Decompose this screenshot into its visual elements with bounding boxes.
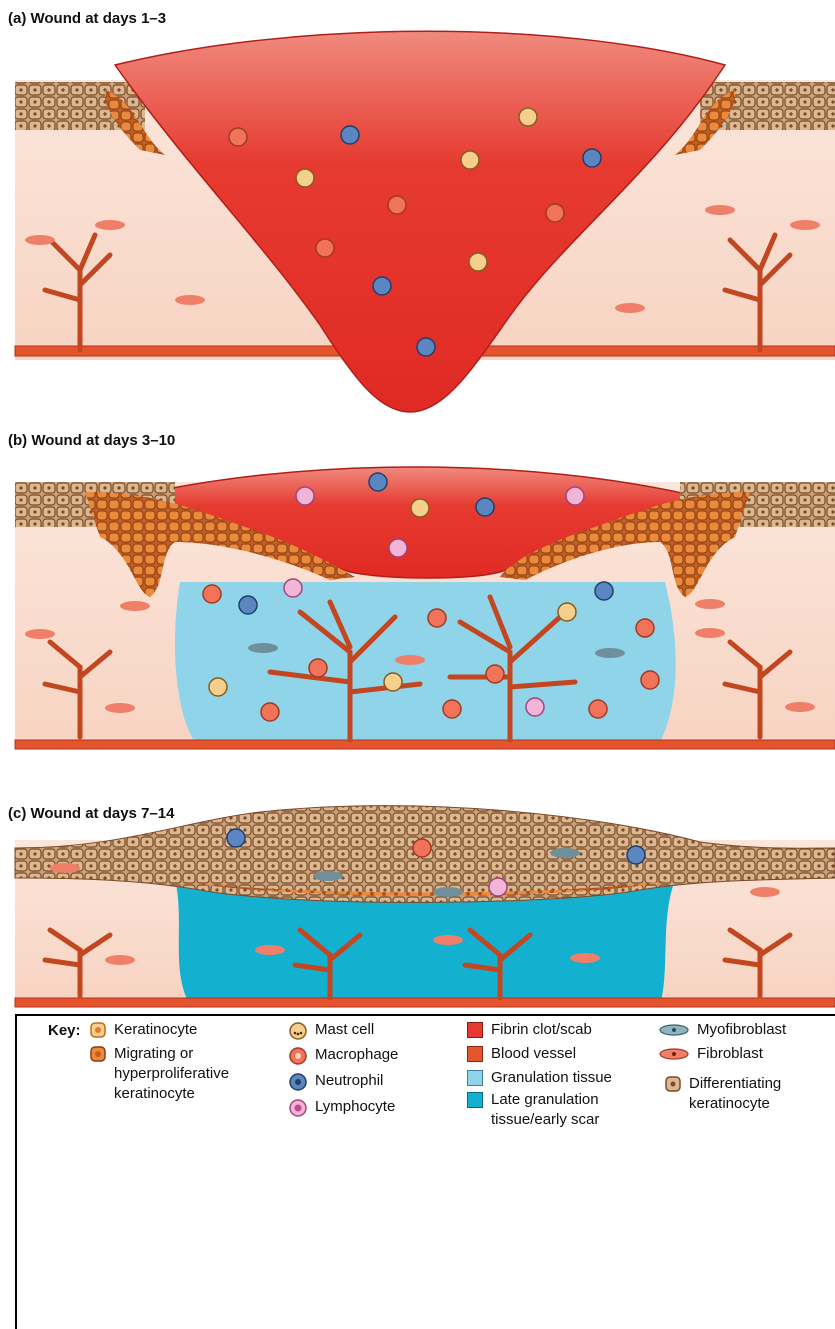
mast-cell-icon xyxy=(289,1022,307,1040)
key-fibroblast-label: Fibroblast xyxy=(697,1044,763,1064)
panel-c-title: (c) Wound at days 7–14 xyxy=(8,805,174,822)
key-migrating-keratinocyte: Migrating or hyperproliferative keratino… xyxy=(90,1044,229,1104)
key-neutrophil: Neutrophil xyxy=(289,1071,383,1091)
key-blood-vessel: Blood vessel xyxy=(467,1044,576,1064)
panel-b-diagram xyxy=(0,422,835,767)
key-macrophage: Macrophage xyxy=(289,1045,398,1065)
macrophage-icon xyxy=(289,1047,307,1065)
key-macrophage-label: Macrophage xyxy=(315,1045,398,1065)
key-label: Key: xyxy=(48,1022,81,1039)
key-fibrin-clot-label: Fibrin clot/scab xyxy=(491,1020,592,1040)
key-lymphocyte-label: Lymphocyte xyxy=(315,1097,395,1117)
key-late-granulation: Late granulation tissue/early scar xyxy=(467,1090,599,1130)
neutrophil-icon xyxy=(289,1073,307,1091)
key-migrating-line2: hyperproliferative xyxy=(114,1065,229,1082)
key-fibrin-clot: Fibrin clot/scab xyxy=(467,1020,592,1040)
key-migrating-line1: Migrating or xyxy=(114,1045,193,1062)
granulation-tissue-swatch xyxy=(467,1070,483,1086)
late-granulation-swatch xyxy=(467,1092,483,1108)
fibroblast-icon xyxy=(659,1046,689,1062)
key-late-granulation-line1: Late granulation xyxy=(491,1091,599,1108)
key-neutrophil-label: Neutrophil xyxy=(315,1071,383,1091)
blood-vessel-base xyxy=(15,740,835,749)
key-keratinocyte-label: Keratinocyte xyxy=(114,1020,197,1040)
key-differentiating-line1: Differentiating xyxy=(689,1075,781,1092)
fibrin-clot-swatch xyxy=(467,1022,483,1038)
key-myofibroblast: Myofibroblast xyxy=(659,1020,786,1040)
lymphocyte-icon xyxy=(289,1099,307,1117)
panel-c: (c) Wound at days 7–14 xyxy=(0,800,835,1015)
panel-c-diagram xyxy=(0,800,835,1015)
key-mast-cell: Mast cell xyxy=(289,1020,374,1040)
blood-vessel-base xyxy=(15,998,835,1007)
panel-b: (b) Wound at days 3–10 xyxy=(0,422,835,767)
panel-a-title: (a) Wound at days 1–3 xyxy=(8,10,166,27)
key-blood-vessel-label: Blood vessel xyxy=(491,1044,576,1064)
migrating-keratinocyte-icon xyxy=(90,1046,106,1062)
key-mast-cell-label: Mast cell xyxy=(315,1020,374,1040)
key-differentiating-line2: keratinocyte xyxy=(689,1095,770,1112)
differentiating-keratinocyte-icon xyxy=(665,1076,681,1092)
key-migrating-line3: keratinocyte xyxy=(114,1085,195,1102)
key-fibroblast: Fibroblast xyxy=(659,1044,763,1064)
key-granulation-tissue-label: Granulation tissue xyxy=(491,1068,612,1088)
blood-vessel-swatch xyxy=(467,1046,483,1062)
key-lymphocyte: Lymphocyte xyxy=(289,1097,395,1117)
key-late-granulation-line2: tissue/early scar xyxy=(491,1111,599,1128)
key-panel: Key: Keratinocyte Migrating or hyperprol… xyxy=(15,1014,835,1329)
key-keratinocyte: Keratinocyte xyxy=(90,1020,197,1040)
key-myofibroblast-label: Myofibroblast xyxy=(697,1020,786,1040)
key-differentiating-keratinocyte: Differentiating keratinocyte xyxy=(665,1074,781,1114)
key-granulation-tissue: Granulation tissue xyxy=(467,1068,612,1088)
myofibroblast-icon xyxy=(659,1022,689,1038)
panel-b-title: (b) Wound at days 3–10 xyxy=(8,432,175,449)
panel-a-diagram xyxy=(0,0,835,420)
panel-a: (a) Wound at days 1–3 xyxy=(0,0,835,420)
keratinocyte-icon xyxy=(90,1022,106,1038)
